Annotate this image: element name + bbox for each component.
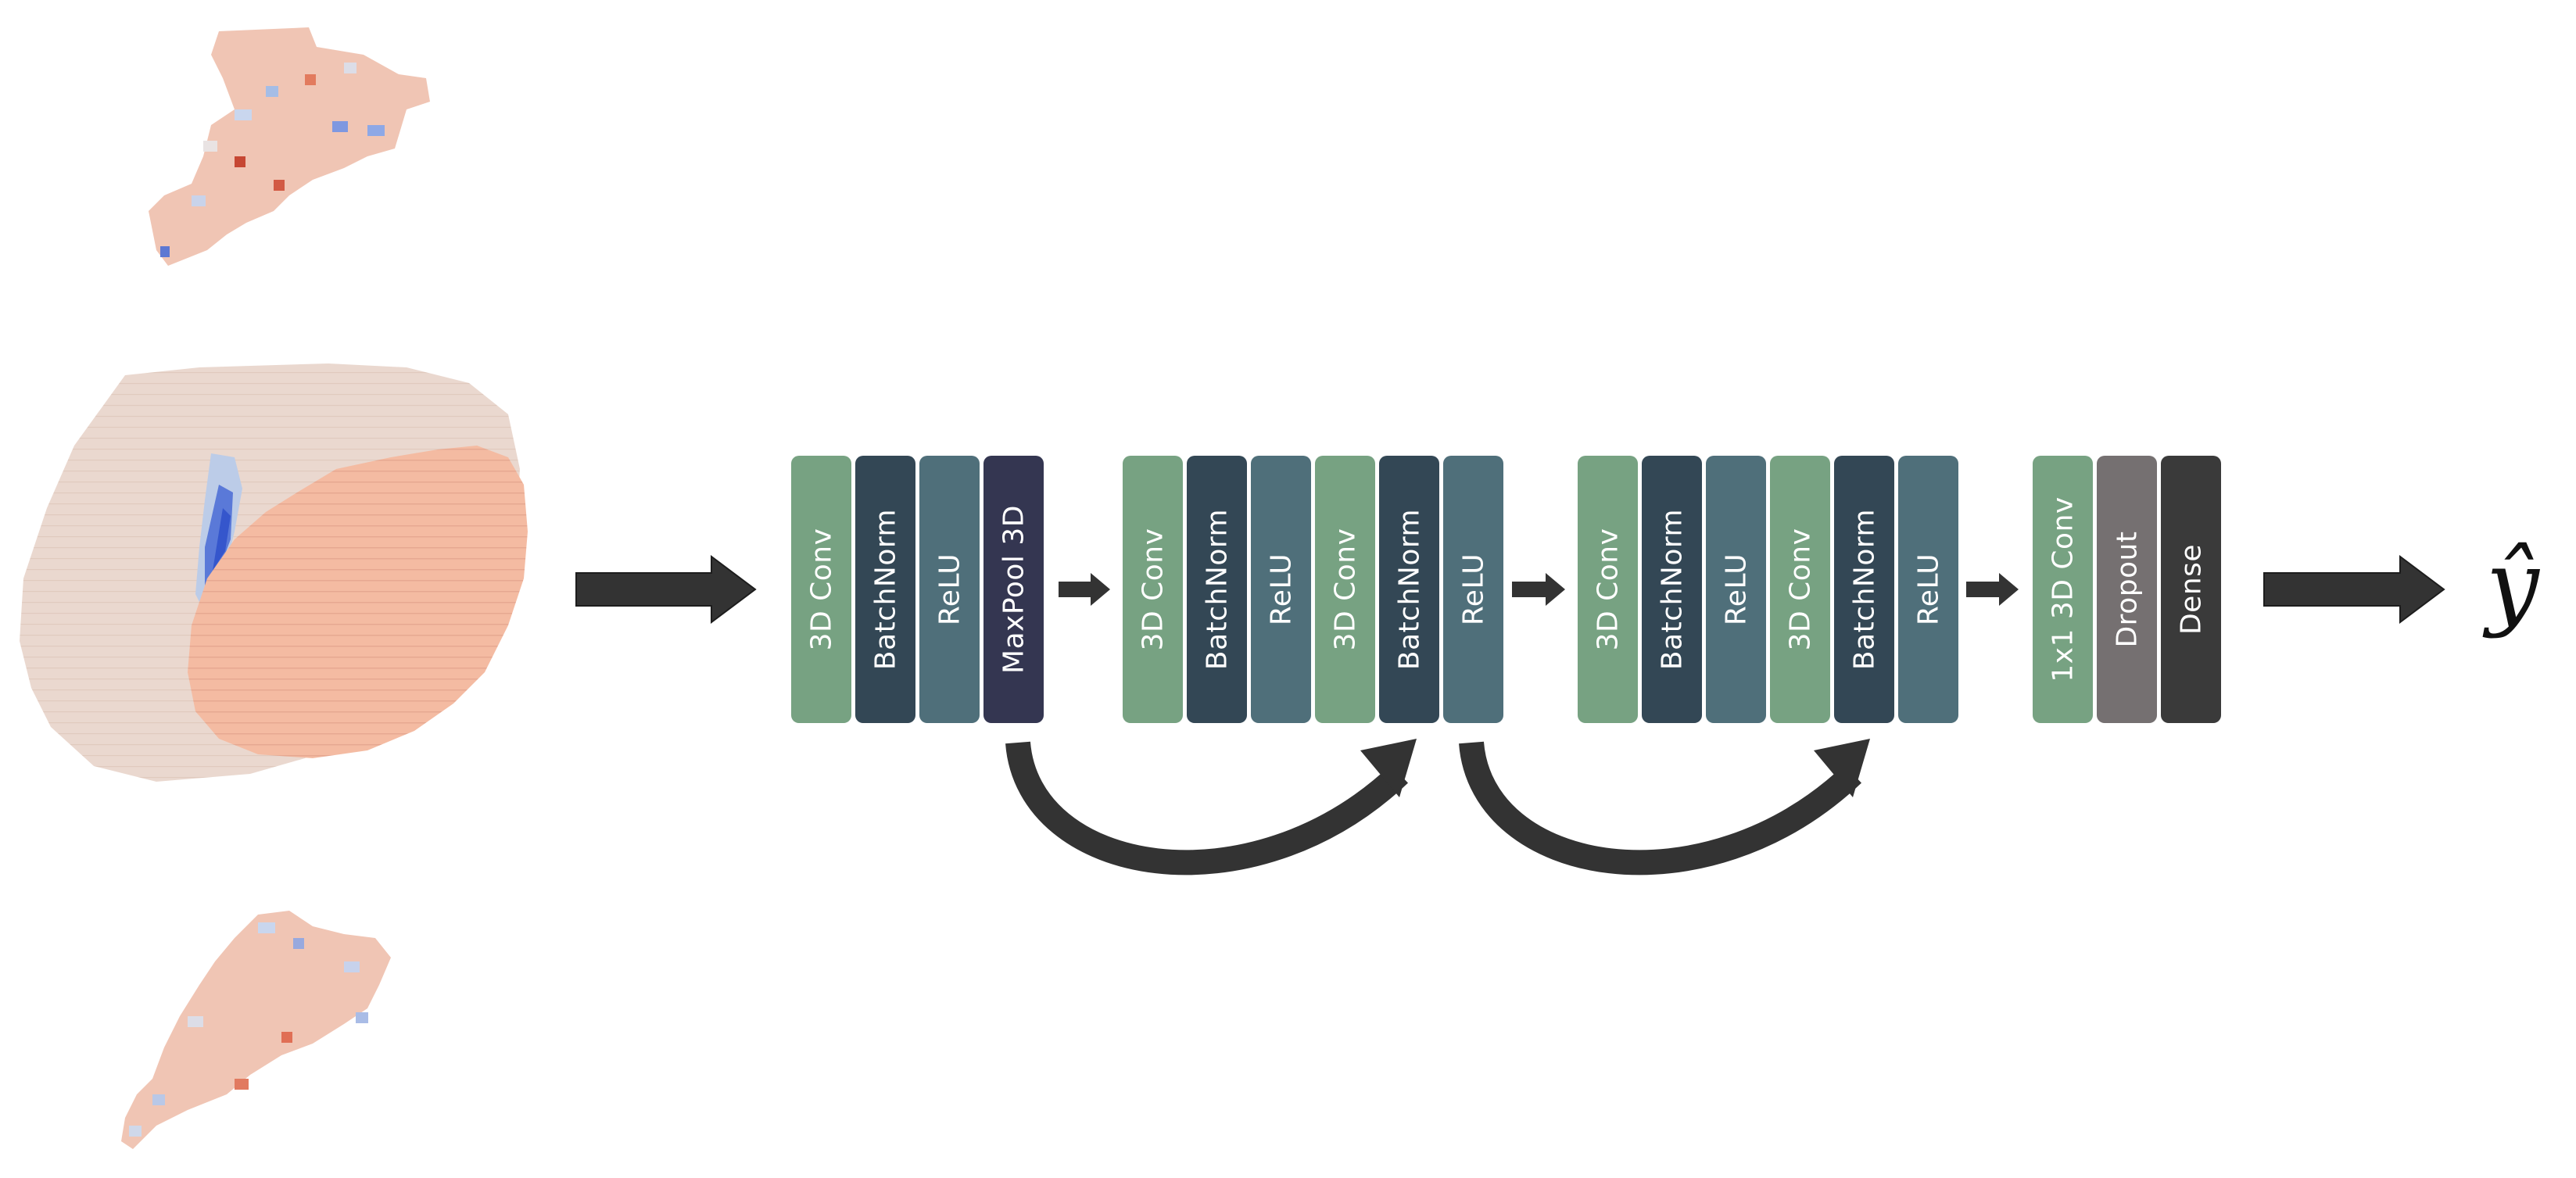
stem-block-layer-3: ReLU xyxy=(919,456,980,723)
residual-block-2-layer-4: 3D Conv xyxy=(1770,456,1830,723)
input-arrow xyxy=(575,555,757,624)
layer-label: ReLU xyxy=(1457,553,1489,626)
residual-block-2-layer-2: BatchNorm xyxy=(1642,456,1702,723)
layer-label: BatchNorm xyxy=(869,508,901,671)
layer-label: 3D Conv xyxy=(805,528,837,651)
residual-block-1-layer-1: 3D Conv xyxy=(1123,456,1183,723)
residual-block-2-layer-6: ReLU xyxy=(1898,456,1958,723)
residual-block-1-layer-4: 3D Conv xyxy=(1315,456,1375,723)
layer-label: BatchNorm xyxy=(1656,508,1688,671)
residual-block-2-layer-5: BatchNorm xyxy=(1834,456,1894,723)
residual-block-1-layer-3: ReLU xyxy=(1251,456,1311,723)
skip-connection-2 xyxy=(1459,739,1870,875)
output-symbol: ŷ xyxy=(2486,532,2539,640)
layer-label: 3D Conv xyxy=(1592,528,1624,651)
skip-connection-1 xyxy=(1005,739,1417,875)
layer-label: Dense xyxy=(2175,543,2207,636)
layer-label: ReLU xyxy=(1912,553,1944,626)
layer-label: ReLU xyxy=(1265,553,1297,626)
stem-block-layer-2: BatchNorm xyxy=(855,456,915,723)
connector-arrow-2 xyxy=(1512,573,1565,606)
layer-label: BatchNorm xyxy=(1848,508,1880,671)
layer-label: 3D Conv xyxy=(1784,528,1816,651)
connector-arrow-1 xyxy=(1059,573,1110,606)
layer-label: 3D Conv xyxy=(1137,528,1169,651)
residual-block-2-layer-3: ReLU xyxy=(1706,456,1766,723)
voxel-panel-top xyxy=(149,27,430,266)
head-block-layer-3: Dense xyxy=(2161,456,2221,723)
voxel-panel-middle xyxy=(20,363,528,782)
layer-label: ReLU xyxy=(933,553,966,626)
head-block-layer-1: 1x1 3D Conv xyxy=(2033,456,2093,723)
layer-label: 1x1 3D Conv xyxy=(2047,496,2079,682)
residual-block-1-layer-6: ReLU xyxy=(1443,456,1503,723)
stem-block-layer-4: MaxPool 3D xyxy=(983,456,1044,723)
layer-label: MaxPool 3D xyxy=(998,505,1030,674)
residual-block-1-layer-5: BatchNorm xyxy=(1379,456,1439,723)
layer-label: 3D Conv xyxy=(1329,528,1361,651)
output-arrow xyxy=(2263,555,2445,624)
residual-block-2-layer-1: 3D Conv xyxy=(1578,456,1638,723)
layer-label: ReLU xyxy=(1720,553,1752,626)
stem-block-layer-1: 3D Conv xyxy=(791,456,851,723)
residual-block-1-layer-2: BatchNorm xyxy=(1187,456,1247,723)
voxel-panel-bottom xyxy=(121,911,391,1149)
connector-arrow-3 xyxy=(1966,573,2019,606)
layer-label: BatchNorm xyxy=(1201,508,1233,671)
layer-label: Dropout xyxy=(2111,531,2143,648)
head-block-layer-2: Dropout xyxy=(2097,456,2157,723)
layer-label: BatchNorm xyxy=(1393,508,1425,671)
